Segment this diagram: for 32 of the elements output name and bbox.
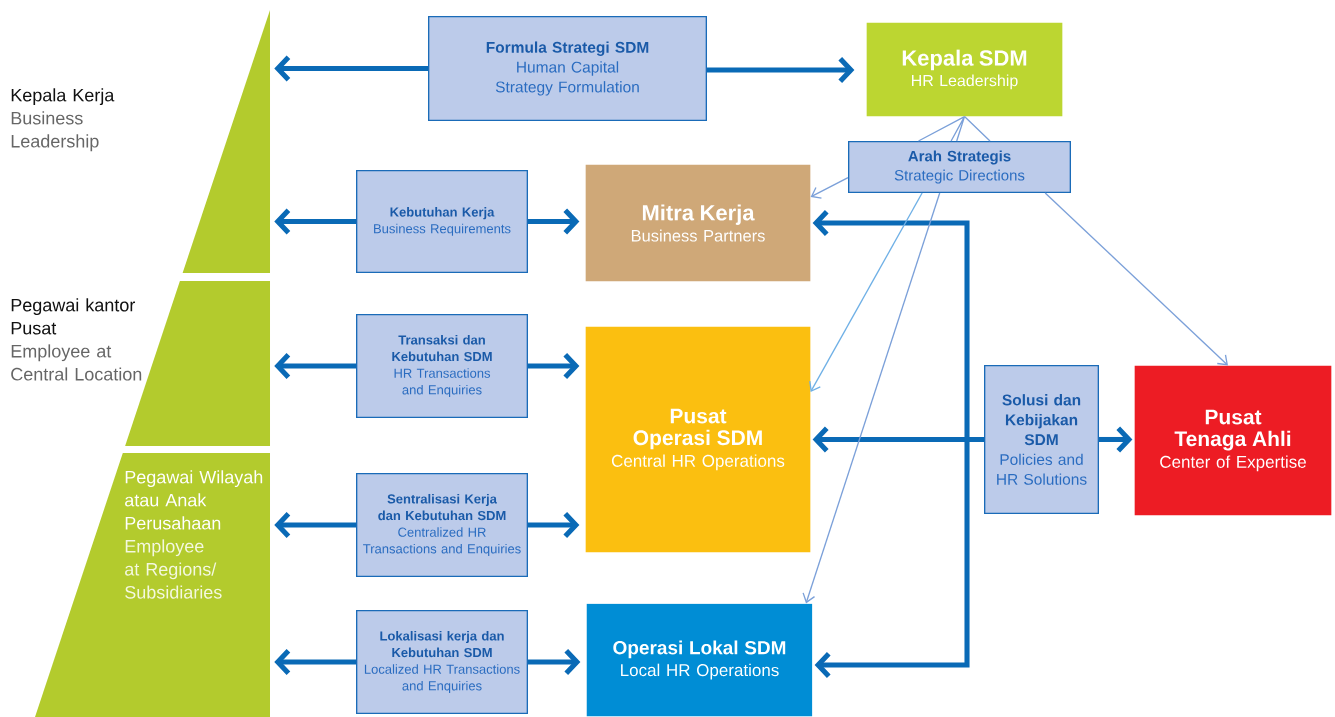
arrow [528,208,580,235]
band-label: Kepala Kerja Business Leadership [11,88,115,152]
arrow [274,55,428,82]
unit-box: Kepala SDM HR Leadership [866,22,1063,117]
arrow [814,436,984,679]
arrow [802,192,941,604]
flow-label-box: Formula Strategi SDM Human Capital Strategy Formulation [428,16,707,121]
arrow [1044,192,1228,366]
arrow [528,352,580,380]
flow-label-box: Lokalisasi kerja dan Kebutuhan SDM Localized HR Transactions and Enquiries [356,610,528,714]
flow-label-box: Transaksi dan Kebutuhan SDM HR Transactions and Enquiries [356,314,528,418]
unit-box: Pusat Tenaga Ahli Center of Expertise [1134,365,1332,516]
unit-box: Pusat Operasi SDM Central HR Operations [585,326,811,553]
flow-label-box: Sentralisasi Kerja dan Kebutuhan SDM Centralized HR Transactions and Enquiries [356,473,528,577]
unit-box: Mitra Kerja Business Partners [585,164,811,282]
arrow [528,648,581,676]
arrow [810,177,849,199]
flow-label-box: Arah Strategis Strategic Directions [848,141,1071,193]
arrow [917,115,991,142]
arrow [274,208,356,235]
arrow [274,511,356,539]
arrow [528,511,580,539]
arrow [707,56,855,84]
arrow [274,352,356,380]
arrow [809,192,923,392]
unit-box: Operasi Lokal SDM Local HR Operations [586,603,813,717]
flow-label-box: Solusi dan Kebijakan SDM Policies and HR Solutions [984,365,1099,514]
band-label: Pegawai Wilayah atau Anak Perusahaan Employee at Regions/ Subsidiaries [125,470,263,599]
arrow [274,648,356,676]
flow-label-box: Kebutuhan Kerja Business Requirements [356,170,528,273]
band-label: Pegawai kantor Pusat Employee at Central Location [11,298,142,381]
arrow [1099,426,1133,453]
